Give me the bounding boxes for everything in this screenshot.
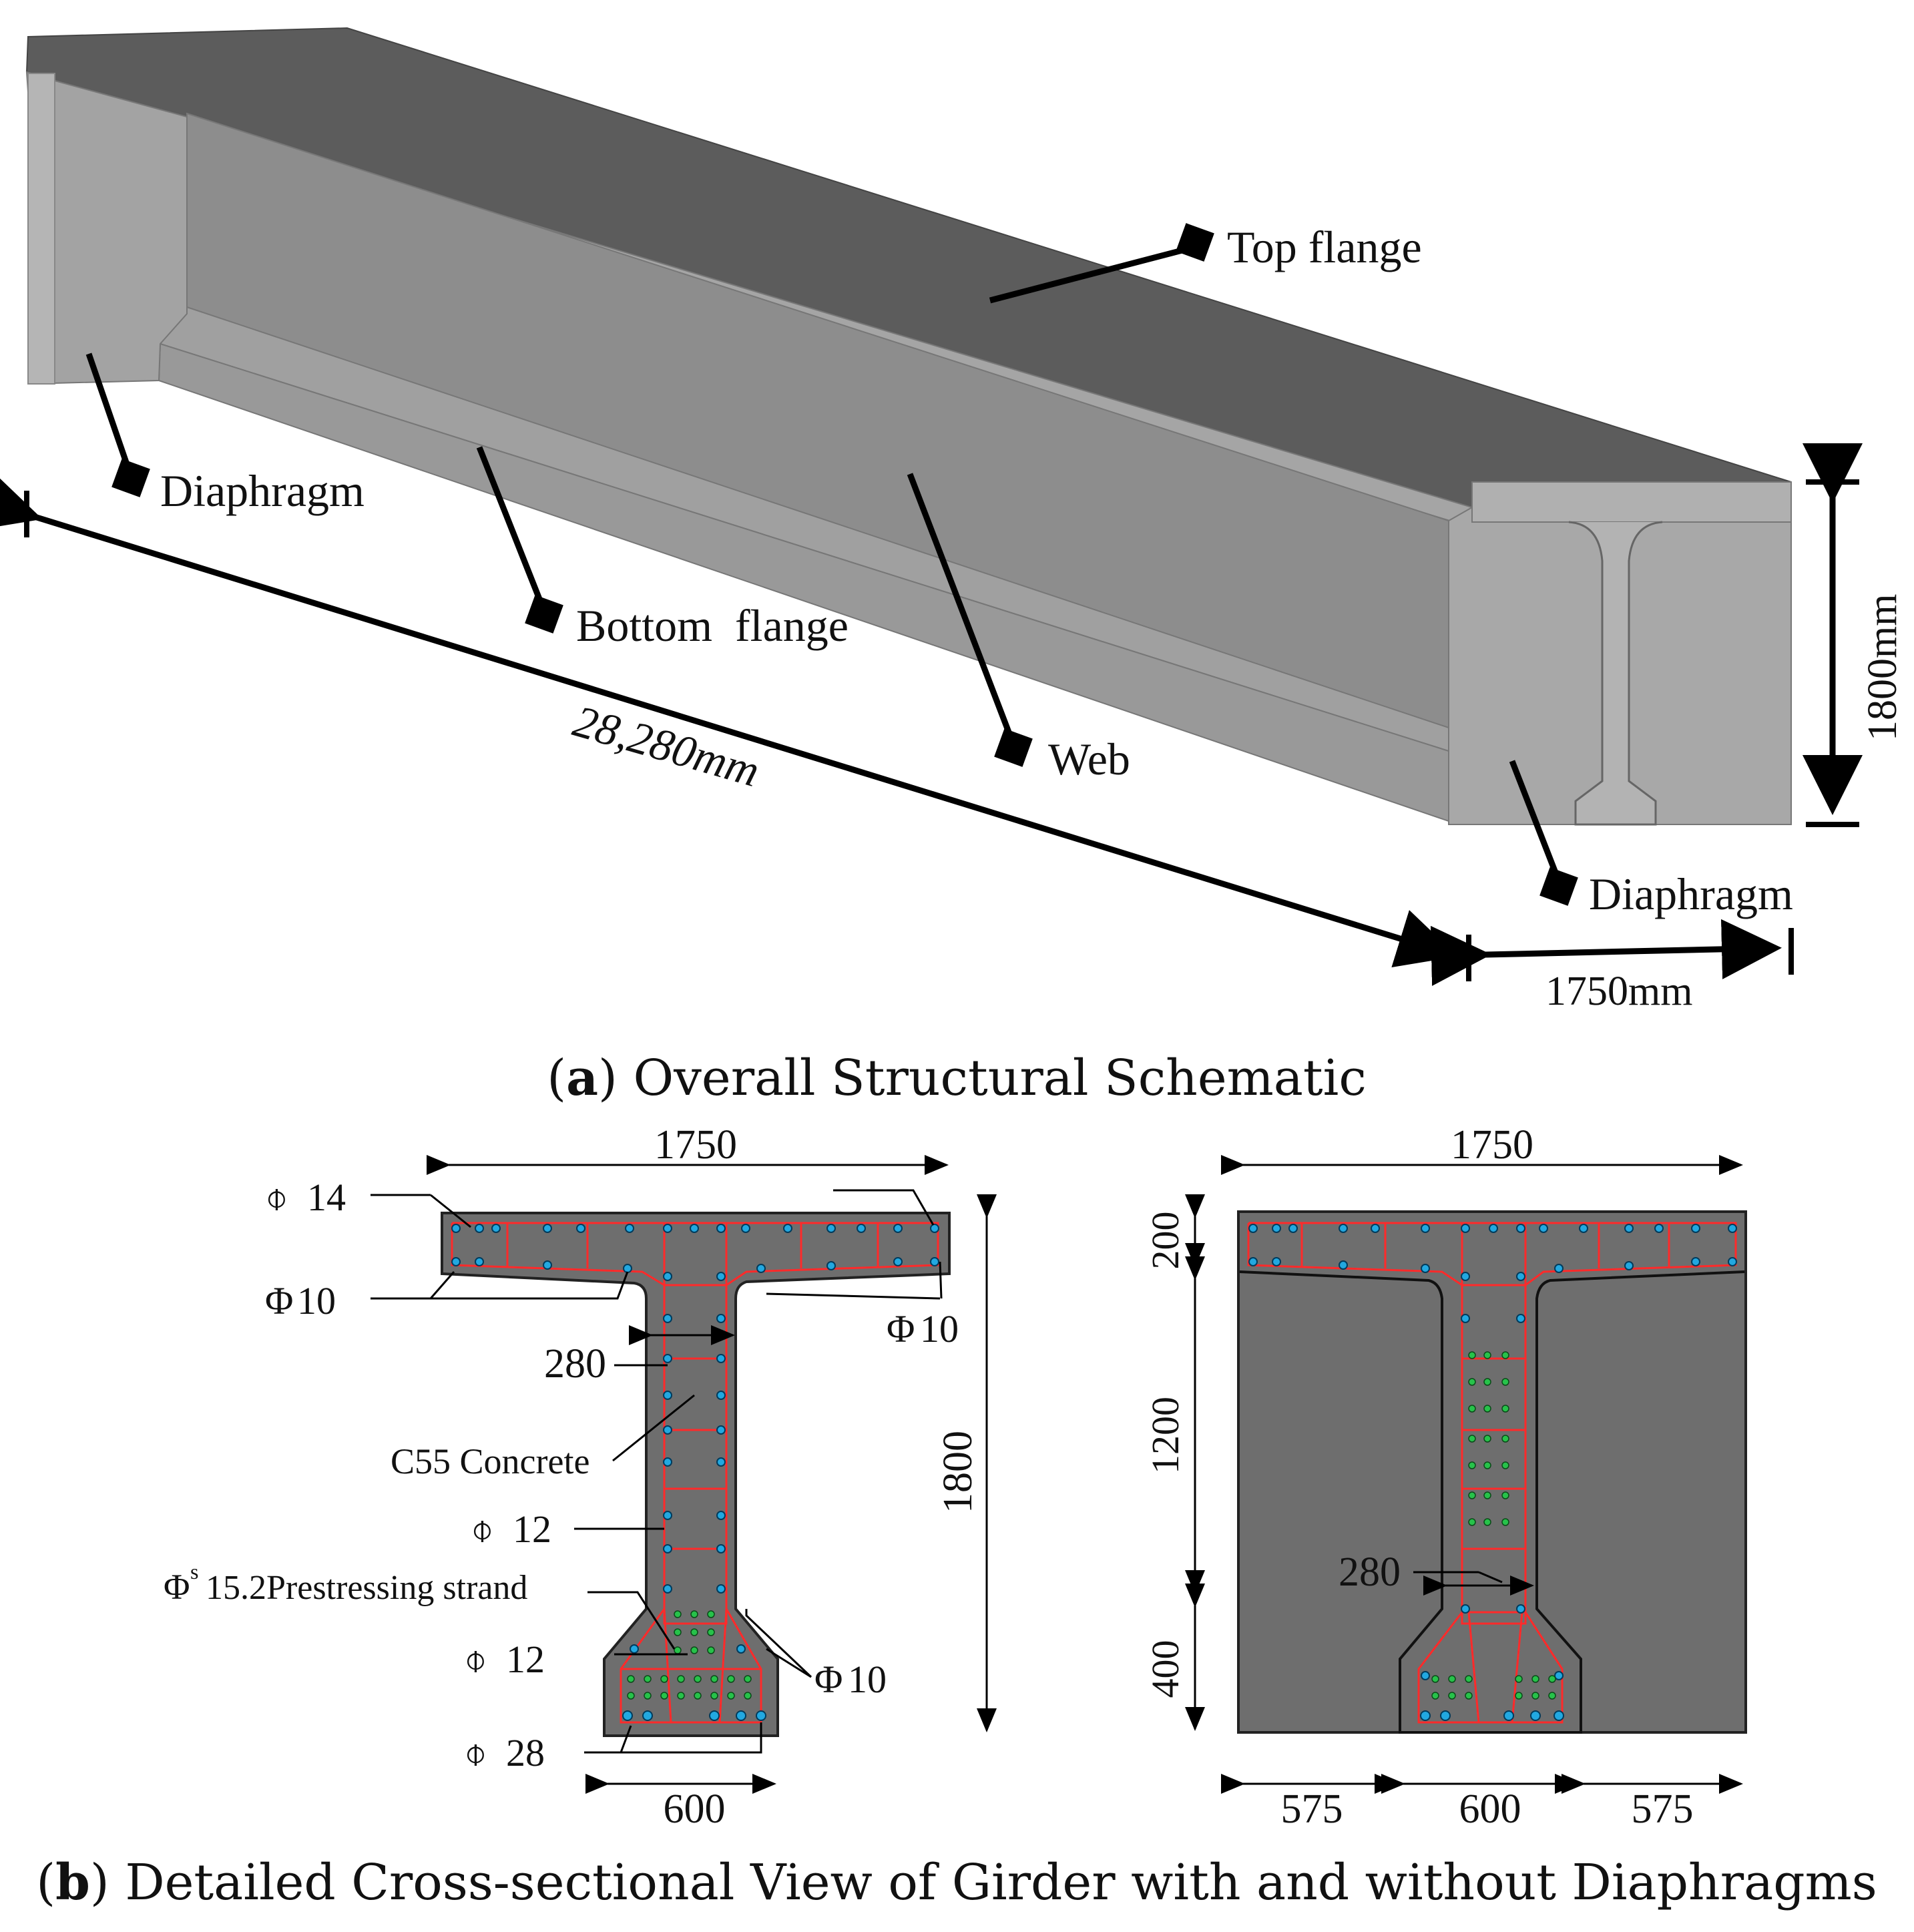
- svg-text:28: 28: [506, 1731, 545, 1774]
- dim-right-top-width: 1750: [1451, 1122, 1533, 1168]
- section-right-girder-outline: [1239, 1270, 1745, 1734]
- rebar-symbol-ribbed-icon: ⌽: [464, 1638, 487, 1681]
- svg-text:10: 10: [297, 1279, 336, 1322]
- dim-left-top-width: 1750: [654, 1122, 737, 1168]
- rebar-symbol-ribbed-icon: ⌽: [265, 1176, 288, 1219]
- dim-left-web-width: 280: [544, 1341, 606, 1387]
- strand-label: Φ s 15.2Prestressing strand: [164, 1559, 527, 1607]
- section-right: 1750 200 1200 400 280 575 600 575: [1144, 1122, 1747, 1832]
- dim-right-400: 400: [1144, 1640, 1187, 1698]
- rebar-symbol-ribbed-icon: ⌽: [471, 1507, 494, 1551]
- label-material: C55 Concrete: [391, 1441, 589, 1481]
- svg-text:10: 10: [848, 1658, 887, 1701]
- caption-panel-a: (a) Overall Structural Schematic: [547, 1049, 1367, 1107]
- strand-symbol-icon: Φ: [164, 1567, 190, 1607]
- rebar-label-bulb-right: Φ 10: [814, 1658, 887, 1701]
- end-i-section-outline: [1568, 521, 1663, 826]
- dim-right-200: 200: [1144, 1212, 1187, 1270]
- section-left-shape: [441, 1212, 951, 1737]
- dim-left-height: 1800: [935, 1431, 981, 1513]
- rebar-symbol-plain-icon: Φ: [814, 1658, 843, 1701]
- rebar-symbol-plain-icon: Φ: [265, 1279, 293, 1322]
- dim-right-bottom-mid: 600: [1459, 1786, 1521, 1832]
- svg-text:12: 12: [506, 1638, 545, 1681]
- dim-width: 1750mm: [1545, 969, 1692, 1014]
- prestressing-strands-left: [627, 1610, 752, 1700]
- svg-text:s: s: [190, 1559, 198, 1584]
- section-left: 1750 1800 600 280 C55 Concrete ⌽ 14 Φ 10…: [164, 1122, 997, 1832]
- rebar-label-web: ⌽ 12: [471, 1507, 551, 1551]
- label-top-flange: Top flange: [1227, 222, 1422, 272]
- dim-right-1200: 1200: [1144, 1397, 1187, 1474]
- girder-3d-view: [25, 27, 1792, 826]
- prestressing-strands-right: [1431, 1351, 1556, 1700]
- svg-text:14: 14: [307, 1176, 346, 1219]
- label-web: Web: [1048, 734, 1130, 784]
- dim-right-web-width: 280: [1339, 1549, 1401, 1595]
- caption-panel-b: (b) Detailed Cross-sectional View of Gir…: [36, 1854, 1877, 1911]
- dim-right-bottom-right: 575: [1632, 1786, 1694, 1832]
- rebar-label-flange: Φ 10: [265, 1279, 336, 1322]
- label-diaphragm-left: Diaphragm: [160, 465, 365, 516]
- length-dimension: [0, 443, 1863, 986]
- svg-text:15.2Prestressing strand: 15.2Prestressing strand: [206, 1569, 527, 1607]
- rebar-symbol-ribbed-icon: ⌽: [464, 1731, 487, 1774]
- svg-text:12: 12: [513, 1507, 551, 1551]
- label-diaphragm-right: Diaphragm: [1589, 869, 1793, 919]
- rebar-label-bottom: ⌽ 28: [464, 1731, 545, 1774]
- label-bottom-flange: Bottom flange: [576, 600, 849, 651]
- rebar-label-flange-right: Φ 10: [887, 1307, 959, 1351]
- dim-left-bottom-width: 600: [664, 1786, 726, 1832]
- dim-right-bottom-left: 575: [1281, 1786, 1343, 1832]
- rebar-label-bulb: ⌽ 12: [464, 1638, 545, 1681]
- rebar-symbol-plain-icon: Φ: [887, 1307, 915, 1351]
- rebar-label-top: ⌽ 14: [265, 1176, 346, 1219]
- dim-height: 1800mm: [1860, 594, 1905, 741]
- svg-text:10: 10: [920, 1307, 959, 1351]
